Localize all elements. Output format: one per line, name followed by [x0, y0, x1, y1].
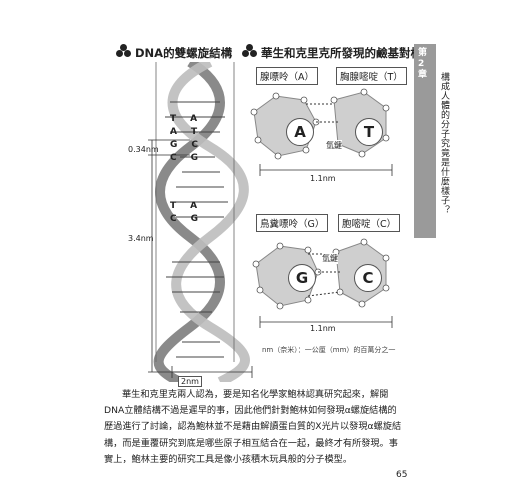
- right-title-bullet-icon: [242, 44, 258, 58]
- base-letter: G: [190, 153, 198, 163]
- cytosine-label: 胞嘧啶（C）: [338, 214, 401, 232]
- base-letter: A: [170, 127, 177, 137]
- width-line-1: [259, 164, 393, 176]
- base-letter: A: [190, 114, 198, 124]
- width-label-2: 1.1nm: [310, 324, 336, 333]
- body-line: 實上，鮑林主要的研究工具是像小孩積木玩具般的分子模型。: [104, 453, 353, 465]
- body-line: 歷過進行了討論，認為鮑林並不是藉由解讀蛋白質的X光片以發現α螺旋結: [104, 421, 402, 433]
- helix-strand-b: [167, 62, 250, 382]
- base-letter: A: [190, 201, 198, 211]
- thymine-label: 胸腺嘧啶（T）: [336, 67, 407, 85]
- hydrogen-bond-label-1: 氫鍵: [326, 140, 342, 151]
- left-figure-title: DNA的雙螺旋結構: [135, 46, 233, 60]
- hydrogen-bond-label-2: 氫鍵: [322, 253, 338, 264]
- base-letter: C: [170, 214, 177, 224]
- pitch-dimension-label: 0.34nm: [128, 145, 159, 154]
- turn-dimension-label: 3.4nm: [128, 234, 154, 243]
- chapter-tab: [414, 44, 436, 238]
- dna-helix-diagram: [153, 62, 250, 382]
- base-letter: T: [170, 201, 177, 211]
- adenine-letter: A: [286, 118, 314, 146]
- base-letter: G: [170, 140, 178, 150]
- adenine-label: 腺嘌呤（A）: [256, 67, 318, 85]
- chapter-label: 第2章: [418, 48, 428, 80]
- guanine-label: 鳥糞嘌呤（G）: [256, 214, 329, 232]
- base-letter: G: [190, 214, 198, 224]
- base-letter: C: [170, 153, 177, 163]
- body-line: 構，而是重覆研究到底是哪些原子相互結合在一起，最終才有所發現。事: [104, 437, 398, 449]
- width-dimension-label: 2nm: [178, 376, 202, 387]
- base-letter: T: [170, 114, 177, 124]
- base-letter: C: [191, 140, 198, 150]
- body-paragraph: 華生和克里克兩人認為，要是知名化學家鮑林認真研究起來，解閱 DNA立體結構不過是…: [104, 387, 410, 468]
- thymine-letter: T: [355, 118, 383, 146]
- width-label-1: 1.1nm: [310, 174, 336, 183]
- nanometer-footnote: nm（奈米）：一公厘（mm）的百萬分之一: [262, 346, 396, 354]
- chapter-subtitle: 構成人體的分子究竟是什麼樣子？: [439, 72, 449, 215]
- helix-rungs: [165, 101, 228, 358]
- right-figure-title: 華生和克里克所發現的鹼基對構造: [261, 46, 434, 60]
- guanine-letter: G: [288, 264, 316, 292]
- width-line-2: [259, 316, 393, 328]
- body-line: 華生和克里克兩人認為，要是知名化學家鮑林認真研究起來，解閱: [122, 389, 389, 400]
- cytosine-letter: C: [354, 264, 382, 292]
- page-number: 65: [396, 470, 408, 480]
- base-letter: T: [190, 127, 198, 137]
- dimension-lines: [148, 139, 253, 378]
- left-title-bullet-icon: [116, 44, 132, 58]
- body-line: DNA立體結構不過是遲早的事，因此他們針對鮑林如何發現α螺旋結構的: [104, 405, 397, 417]
